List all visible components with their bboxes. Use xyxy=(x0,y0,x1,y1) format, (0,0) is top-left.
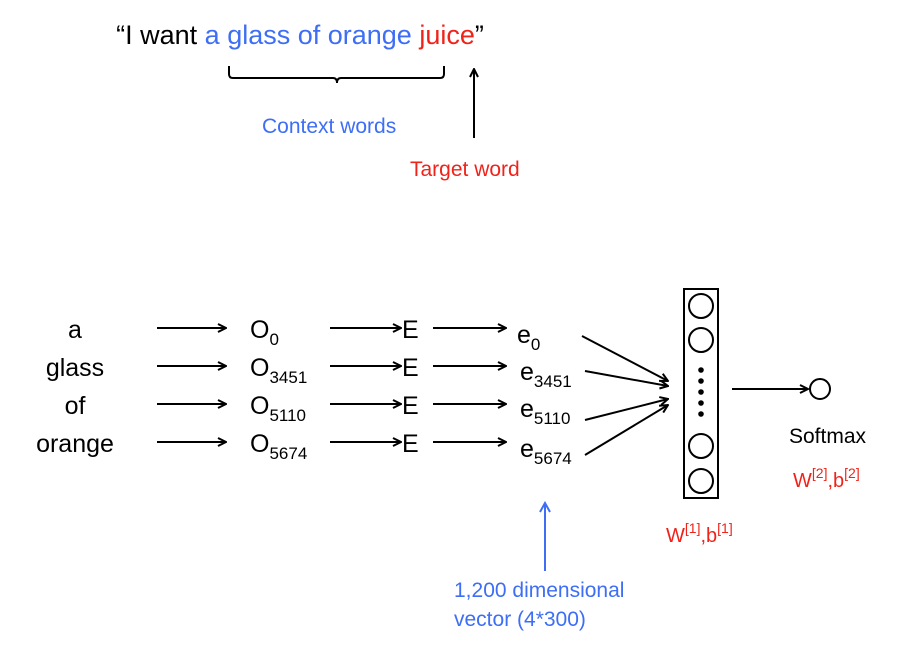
embedding-vector: e5110 xyxy=(520,395,571,428)
input-word-a: a xyxy=(68,316,82,344)
close-quote: ” xyxy=(474,20,484,50)
input-word-orange: orange xyxy=(36,430,114,458)
dims-label-line1: 1,200 dimensional xyxy=(454,579,625,602)
open-quote: “ xyxy=(116,20,126,50)
softmax-unit xyxy=(809,378,831,400)
hidden-unit-dot xyxy=(698,367,704,373)
embedding-to-hidden-arrow xyxy=(584,370,668,386)
onehot-vector: O5110 xyxy=(250,392,307,425)
hidden-unit-dot xyxy=(698,389,704,395)
hidden-unit xyxy=(688,293,714,319)
hidden-unit xyxy=(688,468,714,494)
onehot-vector: O0 xyxy=(250,316,279,349)
hidden-layer-box xyxy=(683,288,719,499)
input-word-of: of xyxy=(64,392,86,420)
context-phrase: a glass of orange xyxy=(204,20,412,50)
hidden-unit xyxy=(688,433,714,459)
embedding-vector: e5674 xyxy=(520,435,572,468)
hidden-unit-dot xyxy=(698,400,704,406)
example-sentence: “I want a glass of orange juice” xyxy=(0,22,600,49)
onehot-vector: O3451 xyxy=(250,354,308,387)
onehot-vector: O5674 xyxy=(250,430,308,463)
sentence-prefix: I want xyxy=(125,20,205,50)
target-word-label: Target word xyxy=(410,158,520,181)
embedding-to-hidden-arrow xyxy=(584,405,668,456)
hidden-unit xyxy=(688,327,714,353)
dims-label-line2: vector (4*300) xyxy=(454,608,586,631)
hidden-unit-dot xyxy=(698,411,704,417)
target-word-text: juice xyxy=(419,20,475,50)
context-words-label: Context words xyxy=(262,115,397,138)
hidden-unit-dot xyxy=(698,378,704,384)
context-brace xyxy=(228,66,445,84)
embedding-matrix-e: E xyxy=(402,316,419,344)
embedding-vector: e0 xyxy=(517,321,541,354)
embedding-matrix-e: E xyxy=(402,392,419,420)
softmax-label: Softmax xyxy=(789,425,867,448)
hidden-layer-params: W[1],b[1] xyxy=(666,520,733,547)
input-word-glass: glass xyxy=(45,354,105,382)
embedding-to-hidden-arrow xyxy=(581,335,668,381)
embedding-vector: e3451 xyxy=(520,358,572,391)
embedding-matrix-e: E xyxy=(402,354,419,382)
softmax-params: W[2],b[2] xyxy=(793,465,860,492)
embedding-matrix-e: E xyxy=(402,430,419,458)
embedding-to-hidden-arrow xyxy=(584,399,668,421)
